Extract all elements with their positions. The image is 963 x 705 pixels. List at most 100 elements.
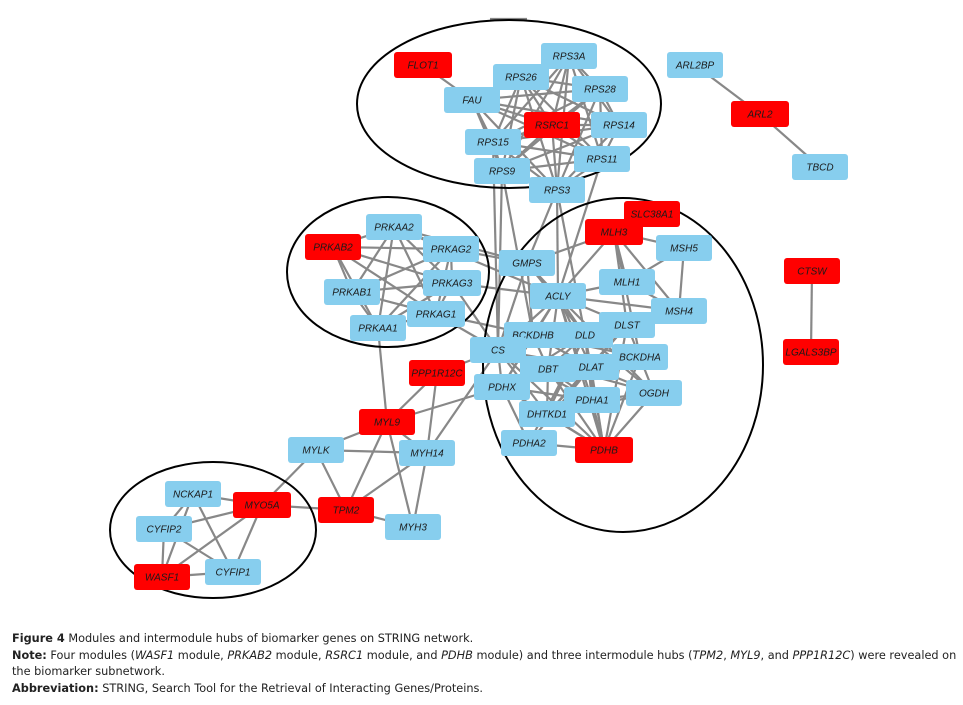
node-label: FLOT1 [407, 61, 438, 72]
node-label: CS [491, 346, 505, 357]
note-fragment: , [723, 648, 731, 662]
node-label: MLH1 [614, 278, 641, 289]
node-myh3: MYH3 [385, 514, 441, 540]
node-cyfip1: CYFIP1 [205, 559, 261, 585]
node-box [409, 360, 465, 386]
module-outline-wasf1 [109, 461, 317, 599]
gene-name: RSRC1 [325, 648, 364, 662]
node-box [501, 430, 557, 456]
node-label: CYFIP2 [146, 525, 181, 536]
node-label: PRKAA1 [358, 324, 397, 335]
edge-MYL9-TPM2 [345, 421, 388, 511]
node-box [444, 87, 500, 113]
node-label: MYH3 [399, 523, 427, 534]
node-label: DLST [614, 321, 640, 332]
node-box [205, 559, 261, 585]
note-text: Four modules (WASF1 module, PRKAB2 modul… [12, 649, 956, 679]
node-cs: CS [470, 337, 526, 363]
edge-BCKDHA-PDHB [602, 356, 642, 451]
node-prkag1: PRKAG1 [407, 301, 465, 327]
edge-PRKAG2-PRKAA1 [377, 248, 452, 329]
node-prkaa2: PRKAA2 [366, 214, 422, 240]
node-wasf1: WASF1 [134, 564, 190, 590]
node-box [783, 339, 839, 365]
edge-MYH14-CS [426, 349, 499, 454]
node-label: SLC38A1 [631, 210, 674, 221]
edge-MYL9-MYH3 [385, 421, 415, 528]
node-label: DHTKD1 [527, 410, 567, 421]
node-box [626, 380, 682, 406]
node-label: OGDH [639, 389, 670, 400]
node-gmps: GMPS [499, 250, 555, 276]
node-box [575, 437, 633, 463]
node-box [423, 270, 481, 296]
node-nckap1: NCKAP1 [165, 481, 221, 507]
node-box [474, 374, 530, 400]
node-pdha2: PDHA2 [501, 430, 557, 456]
node-label: RPS11 [587, 155, 618, 166]
caption-note: Note: Four modules (WASF1 module, PRKAB2… [12, 648, 957, 681]
node-label: BCKDHB [512, 331, 554, 342]
node-label: PRKAG1 [416, 310, 457, 321]
edge-PRKAA1-MYL9 [376, 327, 389, 423]
gene-name: MYL9 [730, 648, 761, 662]
node-box [385, 514, 441, 540]
gene-name: PPP1R12C [792, 648, 851, 662]
gene-name: WASF1 [135, 648, 175, 662]
edge-CTSW-LGALS3BP [809, 270, 814, 353]
node-box [305, 234, 361, 260]
note-fragment: module, and [363, 648, 442, 662]
node-box [318, 497, 374, 523]
node-pdha1: PDHA1 [564, 387, 620, 413]
node-flot1: FLOT1 [394, 52, 452, 78]
node-label: GMPS [512, 259, 542, 270]
node-box [651, 298, 707, 324]
gene-name: PRKAB2 [227, 648, 273, 662]
node-dlat: DLAT [563, 354, 619, 380]
module-outline-layer [109, 19, 764, 599]
edge-RPS28-RPS3 [555, 88, 602, 191]
node-box [324, 279, 380, 305]
node-dbt: DBT [520, 356, 576, 382]
node-acly: ACLY [530, 283, 586, 309]
node-label: ACLY [544, 292, 572, 303]
node-label: PRKAG2 [431, 245, 472, 256]
node-label: RPS26 [505, 73, 537, 84]
node-box [233, 492, 291, 518]
node-label: CYFIP1 [215, 568, 250, 579]
abbreviation-text: STRING, Search Tool for the Retrieval of… [102, 681, 484, 695]
node-label: TPM2 [333, 506, 360, 517]
module-outline-pdhb [482, 197, 764, 533]
node-box [530, 283, 586, 309]
node-box [165, 481, 221, 507]
node-box [574, 146, 630, 172]
node-label: WASF1 [145, 573, 179, 584]
edge-RPS3-ACLY [555, 189, 560, 297]
node-box [366, 214, 422, 240]
node-box [529, 177, 585, 203]
note-fragment: Four modules ( [50, 648, 136, 662]
node-ogdh: OGDH [626, 380, 682, 406]
node-label: DBT [538, 365, 559, 376]
node-label: PRKAA2 [374, 223, 414, 234]
node-box [134, 564, 190, 590]
node-lgals3bp: LGALS3BP [783, 339, 839, 365]
node-label: TBCD [806, 163, 833, 174]
edge-RPS3A-RPS15 [492, 55, 570, 143]
gene-name: TPM2 [692, 648, 724, 662]
node-label: MSH4 [665, 307, 693, 318]
node-mlh3: MLH3 [585, 219, 643, 245]
module-outline-prkab2 [286, 196, 490, 348]
node-mlh1: MLH1 [599, 269, 655, 295]
node-rps28: RPS28 [572, 76, 628, 102]
node-box [519, 401, 575, 427]
node-label: MSH5 [670, 244, 698, 255]
node-label: NCKAP1 [173, 490, 213, 501]
caption-title-line: Figure 4 Modules and intermodule hubs of… [12, 631, 957, 648]
node-label: MLH3 [601, 228, 628, 239]
node-box [731, 101, 789, 127]
module-outline-rsrc1 [356, 19, 662, 189]
node-arl2bp: ARL2BP [667, 52, 723, 78]
